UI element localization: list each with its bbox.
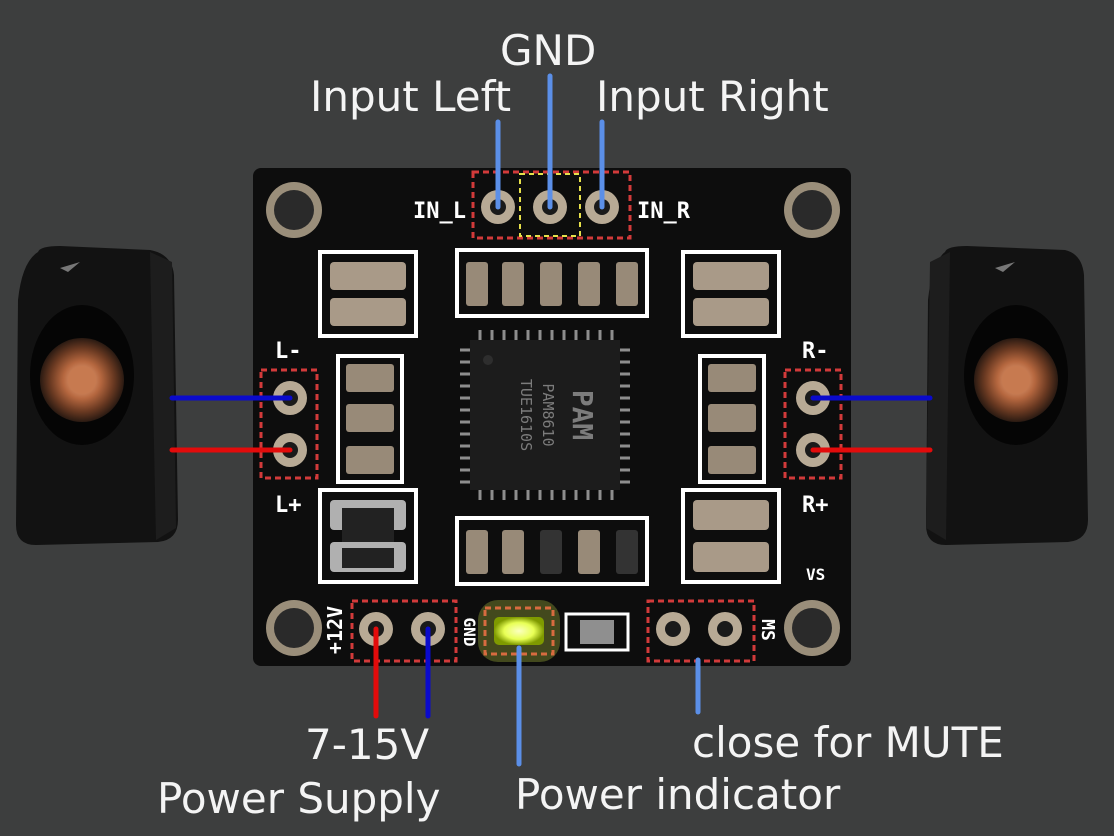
r-plus-silkscreen: R+ xyxy=(802,493,829,518)
power-led xyxy=(494,617,544,645)
power-supply-label: Power Supply xyxy=(157,774,441,823)
vs-silkscreen: VS xyxy=(806,565,825,584)
power-indicator-label: Power indicator xyxy=(515,770,841,819)
l-plus-silkscreen: L+ xyxy=(275,493,302,518)
l-minus-silkscreen: L- xyxy=(275,339,302,364)
power-pins xyxy=(359,612,445,646)
left-speaker xyxy=(16,246,178,545)
right-output-outline xyxy=(783,368,843,480)
chip-code: TUE1610S xyxy=(517,379,535,451)
power-wires xyxy=(373,626,431,719)
left-output-outline xyxy=(259,368,319,480)
power-header-outline xyxy=(350,599,458,663)
r-minus-silkscreen: R- xyxy=(802,339,829,364)
pam8610-chip xyxy=(460,330,630,500)
smd-components xyxy=(318,248,781,586)
resistor-outline xyxy=(564,612,630,652)
gnd-silkscreen: GND xyxy=(460,618,479,647)
voltage-label: 7-15V xyxy=(305,720,430,769)
right-output-pins xyxy=(796,381,830,467)
led-outline xyxy=(483,606,555,656)
chip-brand: PAM xyxy=(566,390,599,441)
input-right-label: Input Right xyxy=(596,72,829,121)
speaker-wires xyxy=(169,395,933,453)
mounting-holes xyxy=(266,182,840,656)
resistor xyxy=(580,620,614,644)
chip-model: PAM8610 xyxy=(539,383,557,446)
mute-label: close for MUTE xyxy=(692,718,1004,767)
smd-caps xyxy=(330,262,769,574)
mute-header-outline xyxy=(646,599,756,663)
plus12v-silkscreen: +12V xyxy=(323,606,347,654)
gnd-label: GND xyxy=(500,26,597,75)
input-left-label: Input Left xyxy=(310,72,512,121)
right-speaker xyxy=(926,246,1088,545)
input-header-outline xyxy=(471,170,632,240)
mute-pins xyxy=(656,612,742,646)
pointer-lines xyxy=(495,73,701,767)
ms-silkscreen: MS xyxy=(757,619,778,641)
in-l-silkscreen: IN_L xyxy=(413,199,466,224)
in-r-silkscreen: IN_R xyxy=(637,199,691,224)
